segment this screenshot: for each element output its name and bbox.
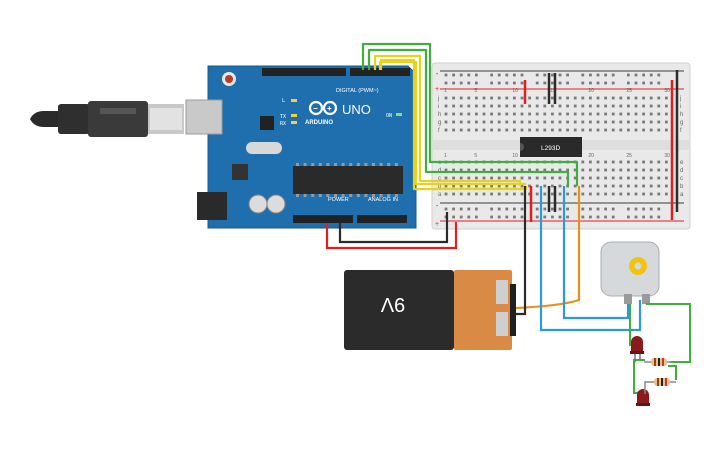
row-letter: g — [438, 120, 441, 126]
digital-header-right — [350, 68, 410, 76]
led-wire-green-2 — [646, 303, 691, 363]
battery-9v[interactable]: 9V — [344, 270, 516, 350]
led-icon[interactable] — [630, 336, 644, 362]
row-letter: a — [680, 192, 684, 198]
column-number: 20 — [588, 153, 594, 159]
rail-plus-label-bottom: + — [435, 221, 439, 228]
atmega-chip — [293, 166, 403, 194]
column-number: 15 — [550, 88, 556, 94]
row-letter: b — [680, 184, 684, 190]
rail-minus-label: - — [436, 71, 439, 78]
resistor-icon[interactable] — [644, 358, 672, 366]
column-number: 20 — [588, 88, 594, 94]
row-letter: f — [438, 128, 440, 134]
row-letter: e — [680, 160, 684, 166]
row-letter: b — [438, 184, 442, 190]
usb-cable-icon — [30, 101, 184, 137]
led-icon[interactable] — [636, 389, 650, 406]
row-letter: j — [679, 96, 681, 102]
column-number: 10 — [512, 153, 518, 159]
arduino-brand: ARDUINO — [305, 120, 333, 126]
row-letter: c — [438, 176, 441, 182]
svg-text:−: − — [313, 104, 318, 113]
motor-icon[interactable] — [600, 241, 660, 304]
power-header — [293, 215, 353, 223]
column-number: 25 — [626, 88, 632, 94]
column-number: 1 — [444, 153, 447, 159]
row-letter: h — [438, 112, 441, 118]
column-number: 30 — [664, 88, 670, 94]
column-number: 25 — [626, 153, 632, 159]
l293d-chip[interactable]: L293D — [520, 137, 582, 157]
arduino-logo-icon: − + — [308, 100, 338, 116]
svg-text:+: + — [327, 104, 332, 113]
led-label-l: L — [282, 98, 285, 104]
digital-header-label: DIGITAL (PWM~) — [336, 88, 379, 94]
column-number: 5 — [474, 88, 477, 94]
motor-wire-blue-2 — [562, 186, 630, 320]
chip-label: L293D — [541, 145, 560, 152]
arduino-board[interactable]: DIGITAL (PWM~) POWER ANALOG IN ON L TX R… — [185, 65, 417, 229]
analog-header — [357, 215, 407, 223]
row-letter: i — [680, 104, 681, 110]
battery-wire-black — [516, 186, 527, 316]
on-label: ON — [386, 113, 392, 119]
row-letter: a — [438, 192, 442, 198]
row-letter: f — [680, 128, 682, 134]
row-letter: j — [437, 96, 439, 102]
wire-5v-red — [325, 222, 458, 250]
wire-gnd-black — [338, 212, 449, 244]
rail-plus-label: + — [435, 86, 439, 93]
row-letter: i — [438, 104, 439, 110]
rail-minus-label-bottom: - — [436, 203, 439, 210]
power-label: POWER — [328, 197, 349, 203]
motor-wire-blue-1 — [539, 186, 642, 332]
arduino-model: UNO — [342, 102, 371, 117]
analog-label: ANALOG IN — [368, 197, 398, 203]
led-wire-green-4 — [668, 365, 677, 380]
led-label-tx: TX — [280, 114, 286, 120]
led-label-rx: RX — [280, 121, 286, 127]
led-wire-green-3 — [633, 359, 645, 394]
row-letter: g — [680, 120, 683, 126]
column-number: 30 — [664, 153, 670, 159]
row-letter: c — [680, 176, 683, 182]
battery-label: 9V — [380, 293, 405, 315]
column-number: 1 — [444, 88, 447, 94]
row-letter: d — [680, 168, 683, 174]
digital-header-left — [262, 68, 346, 76]
column-number: 5 — [474, 153, 477, 159]
column-number: 10 — [512, 88, 518, 94]
row-letter: h — [680, 112, 683, 118]
resistor-icon[interactable] — [648, 378, 676, 386]
